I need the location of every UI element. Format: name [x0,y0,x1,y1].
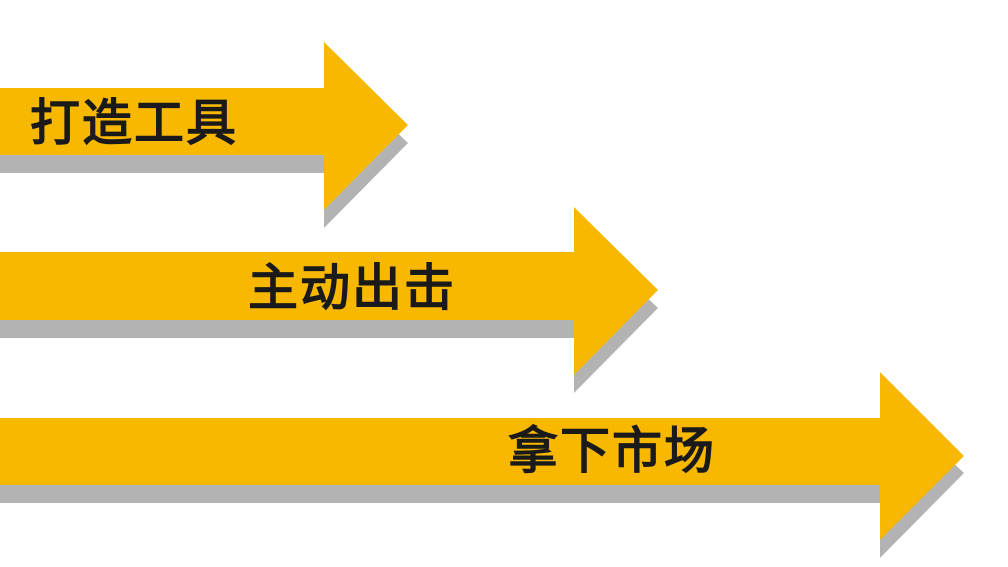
arrow-1-body [0,42,408,210]
arrow-1: 打造工具 [0,42,408,228]
arrow-3: 拿下市场 [0,372,964,558]
arrow-2: 主动出击 [0,207,658,393]
arrow-2-label: 主动出击 [248,259,456,317]
arrow-2-body [0,207,658,375]
arrow-1-label: 打造工具 [30,94,238,152]
arrow-3-label: 拿下市场 [508,422,716,480]
arrow-3-body [0,372,964,540]
